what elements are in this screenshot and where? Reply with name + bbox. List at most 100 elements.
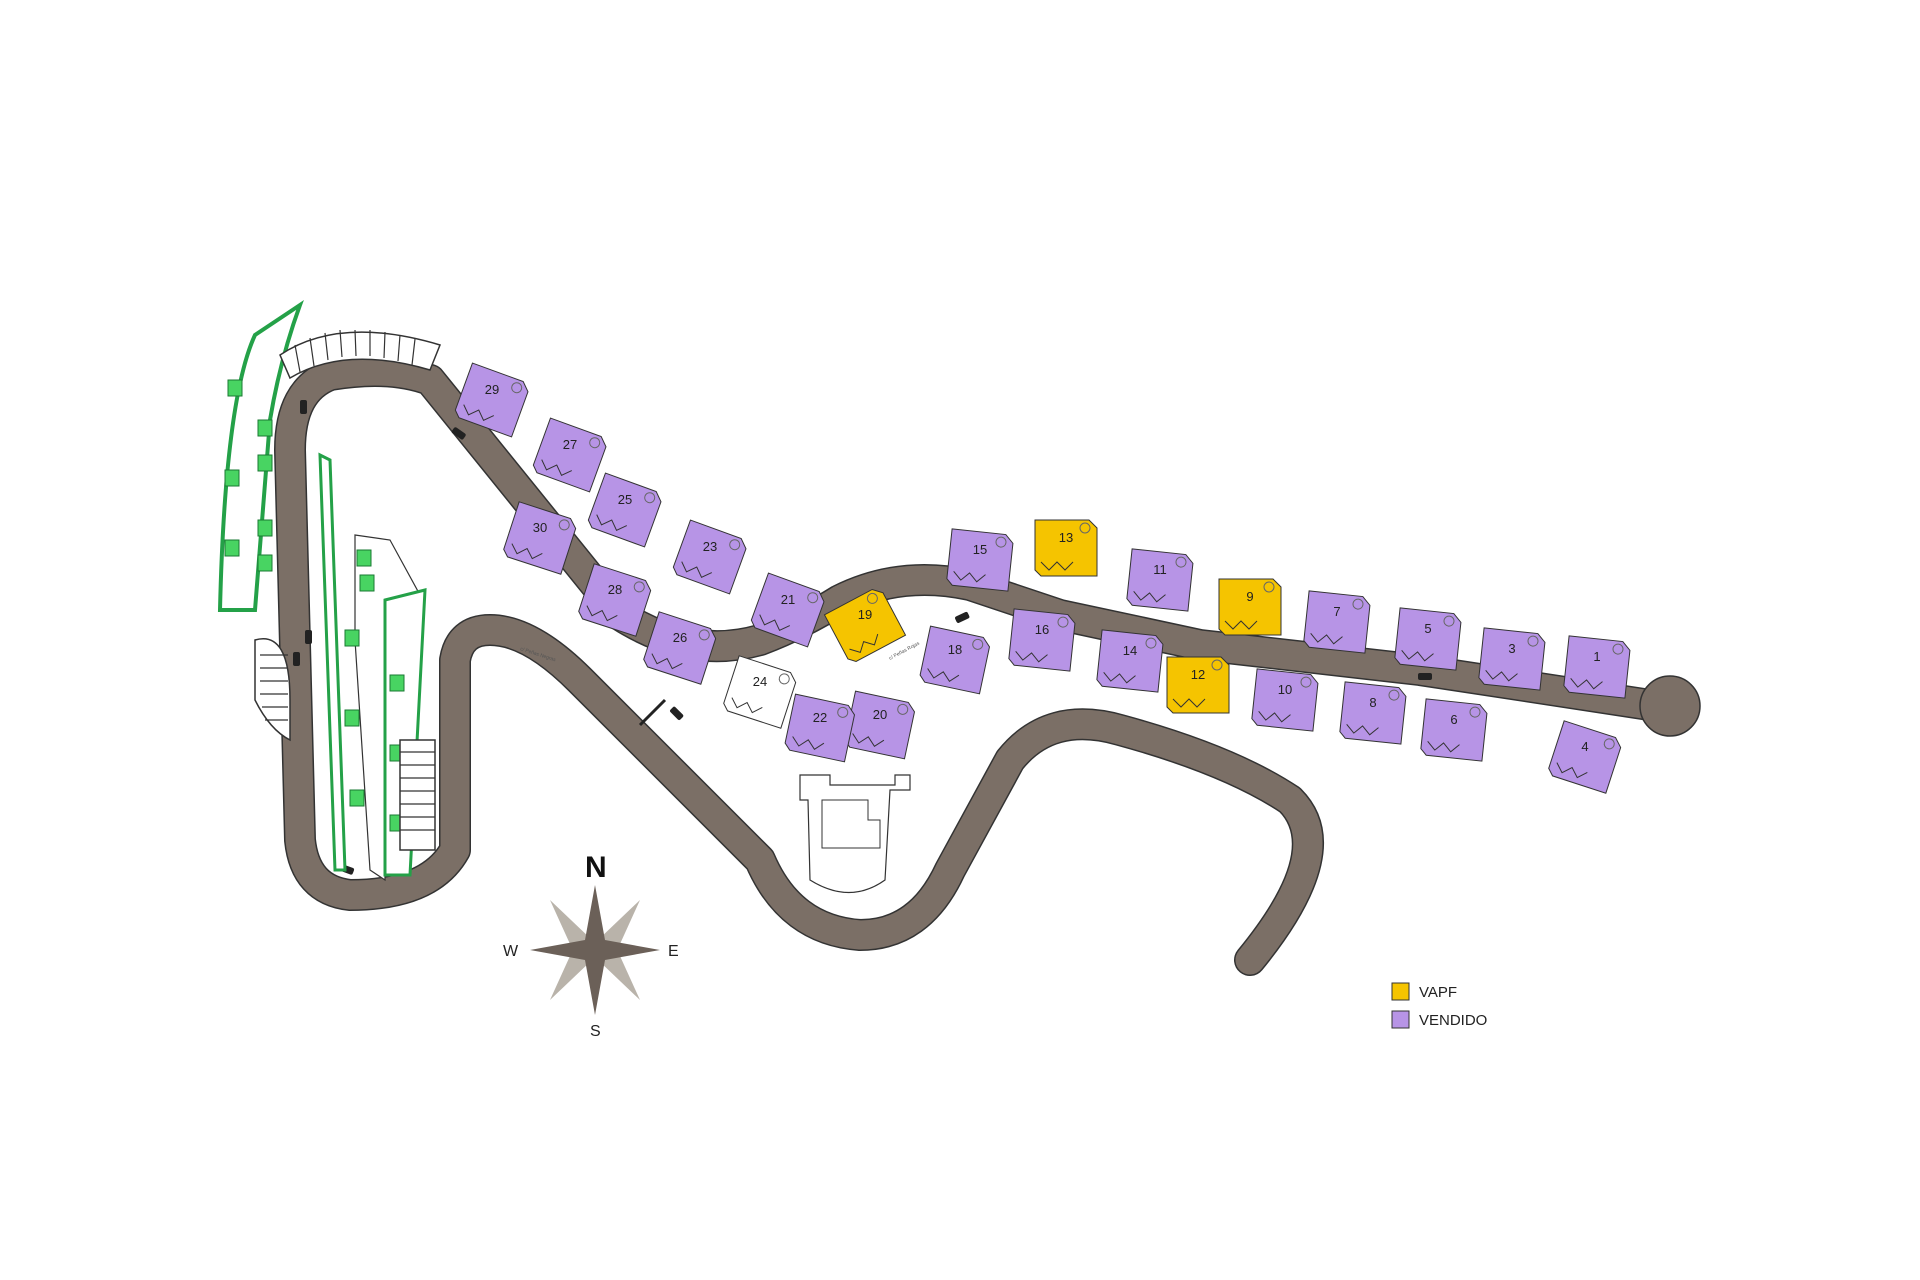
plot-detail	[1427, 740, 1460, 753]
plot-detail	[1224, 620, 1258, 630]
plot-8[interactable]: 8	[1339, 681, 1407, 745]
parking-lot-right	[399, 739, 436, 851]
plot-shape	[1218, 578, 1282, 636]
plot-shape	[1166, 656, 1230, 714]
plot-number: 29	[485, 382, 499, 397]
plot-shape	[750, 572, 825, 648]
plot-23[interactable]: 23	[671, 519, 748, 595]
plot-9[interactable]: 9	[1218, 578, 1282, 636]
street-label-penas-rojas: c/ Peñas Rojas	[888, 640, 921, 661]
plot-1[interactable]: 1	[1563, 635, 1631, 699]
plot-shape	[578, 563, 652, 637]
plot-25[interactable]: 25	[586, 472, 663, 548]
plot-number: 9	[1246, 589, 1253, 604]
legend-swatch-vapf	[1391, 982, 1410, 1001]
plot-number: 18	[948, 642, 962, 657]
plot-tree	[1057, 616, 1069, 628]
plot-number: 22	[813, 710, 827, 725]
plot-11[interactable]: 11	[1126, 548, 1194, 612]
plot-20[interactable]: 20	[844, 690, 916, 760]
plot-5[interactable]: 5	[1394, 607, 1462, 671]
plot-number: 19	[858, 607, 872, 622]
plot-number: 30	[533, 520, 547, 535]
plot-10[interactable]: 10	[1251, 668, 1319, 732]
car	[293, 652, 300, 666]
plot-18[interactable]: 18	[919, 625, 991, 695]
car	[300, 400, 307, 414]
plot-12[interactable]: 12	[1166, 656, 1230, 714]
plot-shape	[823, 588, 907, 662]
plot-tree	[644, 492, 656, 504]
plot-tree	[807, 592, 819, 604]
car	[305, 630, 312, 644]
building-17	[799, 774, 911, 894]
plot-number: 8	[1369, 695, 1376, 710]
parking-lot-left-lines	[260, 654, 288, 721]
plot-number: 23	[703, 539, 717, 554]
car	[670, 706, 684, 720]
plot-detail	[1040, 561, 1074, 571]
plot-tree	[1612, 643, 1624, 655]
plot-tree	[1388, 689, 1400, 701]
legend-swatch-vendido	[1391, 1010, 1410, 1029]
plot-30[interactable]: 30	[502, 501, 578, 575]
plot-detail	[759, 614, 791, 631]
garden	[344, 629, 360, 647]
plot-tree	[1175, 556, 1187, 568]
plot-3[interactable]: 3	[1478, 627, 1546, 691]
garden	[389, 674, 405, 692]
plot-24[interactable]: 24	[722, 655, 798, 729]
parking-arc	[279, 331, 442, 380]
plot-26[interactable]: 26	[642, 611, 718, 685]
plot-27[interactable]: 27	[531, 417, 608, 493]
roads: c/ Peñas Negras c/ Peñas Rojas	[274, 355, 1701, 976]
plot-number: 27	[563, 437, 577, 452]
plot-13[interactable]: 13	[1034, 519, 1098, 577]
plot-detail	[1103, 671, 1136, 684]
plot-4[interactable]: 4	[1547, 720, 1623, 794]
plot-shape	[454, 362, 529, 438]
green-strip-inner	[318, 452, 347, 872]
plot-tree	[511, 382, 523, 394]
plot-16[interactable]: 16	[1008, 608, 1076, 672]
plot-28[interactable]: 28	[577, 563, 653, 637]
plot-15[interactable]: 15	[946, 528, 1014, 592]
plot-21[interactable]: 21	[749, 572, 826, 648]
plot-detail	[1133, 590, 1166, 603]
plot-tree	[1079, 522, 1091, 534]
parking-lot-right-lines	[400, 751, 435, 831]
parking-lot-left	[254, 638, 291, 742]
plot-29[interactable]: 29	[453, 362, 530, 438]
garden	[359, 574, 375, 592]
plot-detail	[1401, 649, 1434, 662]
plot-tree	[698, 629, 710, 641]
plot-22[interactable]: 22	[784, 693, 856, 763]
plot-detail	[586, 605, 618, 622]
plot-tree	[897, 703, 909, 715]
plot-detail	[1556, 762, 1588, 779]
plot-number: 1	[1593, 649, 1600, 664]
garden	[257, 454, 273, 472]
plot-number: 10	[1278, 682, 1292, 697]
plot-shape	[919, 625, 991, 695]
plot-tree	[1300, 676, 1312, 688]
plot-tree	[866, 592, 878, 604]
plot-number: 15	[973, 542, 987, 557]
legend-label-vendido: VENDIDO	[1419, 1012, 1487, 1029]
plot-number: 5	[1424, 621, 1431, 636]
plot-19[interactable]: 19	[823, 586, 907, 665]
plot-number: 16	[1035, 622, 1049, 637]
plot-7[interactable]: 7	[1303, 590, 1371, 654]
plot-detail	[792, 736, 825, 751]
plot-14[interactable]: 14	[1096, 629, 1164, 693]
plot-number: 4	[1581, 739, 1588, 754]
garden	[257, 419, 273, 437]
plot-detail	[1258, 710, 1291, 723]
plot-detail	[1172, 698, 1206, 708]
plot-tree	[1603, 738, 1615, 750]
plot-6[interactable]: 6	[1420, 698, 1488, 762]
plot-detail	[1346, 723, 1379, 736]
car	[1418, 673, 1432, 680]
plot-tree	[1527, 635, 1539, 647]
